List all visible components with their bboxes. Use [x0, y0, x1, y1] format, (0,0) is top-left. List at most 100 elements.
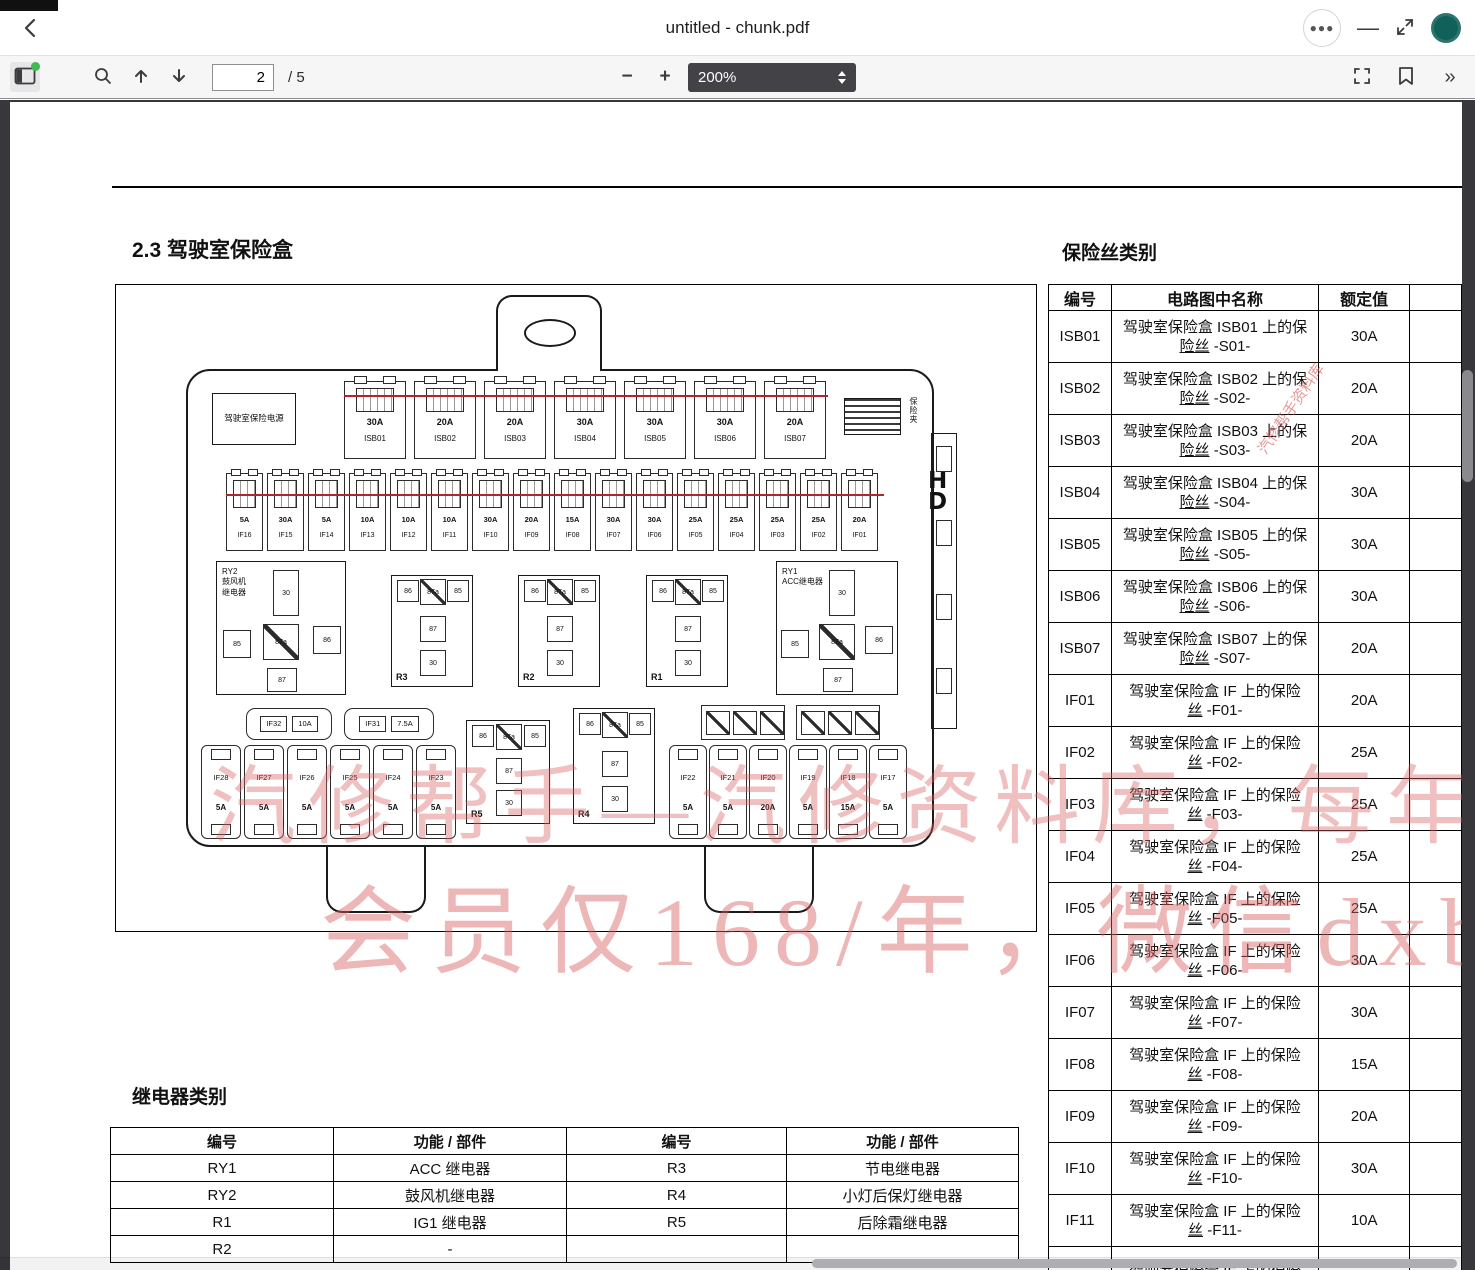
fuse-rating-cell: 30A [1318, 570, 1411, 623]
fuse-top-label: 30A [716, 417, 734, 427]
relay-pin-86: 86 [313, 626, 341, 654]
toolbar-zoom-group: − + 200% [612, 62, 856, 92]
back-button[interactable] [16, 14, 46, 44]
socket-slot [706, 711, 730, 735]
toolbar-left-group: / 5 [10, 62, 305, 92]
fuse-top-label: IF17 [880, 773, 896, 782]
fuse-pair-rating: 7.5A [391, 716, 419, 732]
fuse-name-cell: 驾驶室保险盒 ISB03 上的保险丝 -S03- [1110, 414, 1320, 467]
fuse-top-label: 5A [239, 515, 250, 524]
fuse-box-bottom-tab-left [326, 845, 426, 913]
vertical-scrollbar-thumb[interactable] [1462, 370, 1473, 482]
horizontal-scrollbar-thumb[interactable] [812, 1259, 1457, 1268]
zoom-level-select[interactable]: 200% [688, 62, 856, 92]
relay-table-header-cell: 编号 [566, 1127, 787, 1155]
fuse-bottom-label: IF07 [606, 532, 621, 539]
minimize-button[interactable]: — [1357, 17, 1379, 39]
relay-name: R2 [523, 672, 535, 682]
scrollbar-corner [1462, 1257, 1475, 1270]
zoom-out-button[interactable]: − [612, 62, 642, 92]
fuse-rating-cell: 30A [1318, 310, 1411, 363]
fuse-bottom-label: ISB06 [714, 434, 736, 443]
fuse-element-icon [706, 388, 744, 412]
fuse-bottom-label: 5A [802, 803, 814, 812]
fuse-table-header-cell: 电路图中名称 [1110, 284, 1320, 311]
bookmark-button[interactable] [1391, 62, 1421, 92]
fuse-extra-cell [1409, 570, 1462, 623]
section-title: 2.3 驾驶室保险盒 [132, 239, 294, 262]
fuse-pair-name: IF32 [260, 716, 288, 732]
fuse-bottom-label: IF02 [811, 532, 826, 539]
fuse-id-cell: IF04 [1048, 830, 1112, 883]
sidebar-toggle-button[interactable] [10, 62, 40, 92]
mounting-hole [524, 319, 576, 347]
fuse-id-cell: ISB01 [1048, 310, 1112, 363]
expand-window-button[interactable] [1395, 17, 1415, 40]
relay-table-row: R2- [110, 1235, 1019, 1263]
relay-socket [701, 705, 785, 740]
relay-socket [796, 705, 880, 740]
fuse-top-label: 20A [786, 417, 804, 427]
minus-icon: − [621, 66, 633, 87]
find-button[interactable] [88, 62, 118, 92]
previous-page-button[interactable] [126, 62, 156, 92]
page-number-input[interactable] [212, 63, 274, 91]
fuse-bottom-label: IF09 [524, 532, 539, 539]
toolbar-overflow-button[interactable]: » [1435, 62, 1465, 92]
fuse-bottom-label: ISB05 [644, 434, 666, 443]
relay-table-cell: R4 [566, 1181, 787, 1209]
fuse-name-cell: 驾驶室保险盒 IF 上的保险丝 -F04- [1110, 830, 1320, 883]
relay-table-header-cell: 编号 [110, 1127, 334, 1155]
fuse-top-label: 20A [524, 515, 539, 524]
fuse-name-cell: 驾驶室保险盒 ISB06 上的保险丝 -S06- [1110, 570, 1320, 623]
relay-pin-87a: 87a [819, 624, 855, 660]
fuse-id-cell: ISB04 [1048, 466, 1112, 519]
plus-icon: + [659, 66, 671, 87]
relay-table-header-row: 编号功能 / 部件编号功能 / 部件 [110, 1127, 1019, 1155]
fuse-top-label: IF20 [760, 773, 776, 782]
fuse-element-icon [496, 388, 534, 412]
fuse-rating-cell: 20A [1318, 362, 1411, 415]
relay-table-cell: - [333, 1235, 567, 1263]
fuse-top-label: IF19 [800, 773, 816, 782]
fuse-table-header-cell: 编号 [1048, 284, 1112, 311]
next-page-button[interactable] [164, 62, 194, 92]
red-line-if-row [226, 494, 884, 496]
relay-pin-87a: 87a [263, 624, 299, 660]
fuse-id-cell: IF01 [1048, 674, 1112, 727]
fuse-bottom-label: IF01 [852, 532, 867, 539]
relay-pin-87a: 87a [547, 579, 573, 605]
socket-slot [760, 711, 784, 735]
relay-pin-85: 85 [574, 580, 596, 602]
minimize-icon: — [1357, 15, 1379, 40]
fuse-extra-cell [1409, 1194, 1462, 1247]
fuse-rating-cell: 25A [1318, 830, 1411, 883]
presentation-mode-button[interactable] [1347, 62, 1377, 92]
fuse-bottom-label: 5A [722, 803, 734, 812]
fuse-element-icon [566, 388, 604, 412]
red-line-isb-row [344, 395, 828, 397]
fuse-id-cell: IF06 [1048, 934, 1112, 987]
fuse-top-label: 25A [729, 515, 744, 524]
fuse-top-label: 25A [688, 515, 703, 524]
relay-table-header-cell: 功能 / 部件 [333, 1127, 567, 1155]
fuse-id-cell: IF11 [1048, 1194, 1112, 1247]
socket-slot [733, 711, 757, 735]
more-options-button[interactable]: ●●● [1303, 9, 1341, 47]
relay-pin-30: 30 [547, 650, 573, 676]
fuse-element-icon [426, 388, 464, 412]
relay-pin-87a: 87a [675, 579, 701, 605]
record-circle-button[interactable] [1431, 13, 1461, 43]
zoom-in-button[interactable]: + [650, 62, 680, 92]
fuse-top-label: 25A [811, 515, 826, 524]
fuse-rating-cell: 30A [1318, 1142, 1411, 1195]
relay-table-cell [566, 1235, 787, 1263]
